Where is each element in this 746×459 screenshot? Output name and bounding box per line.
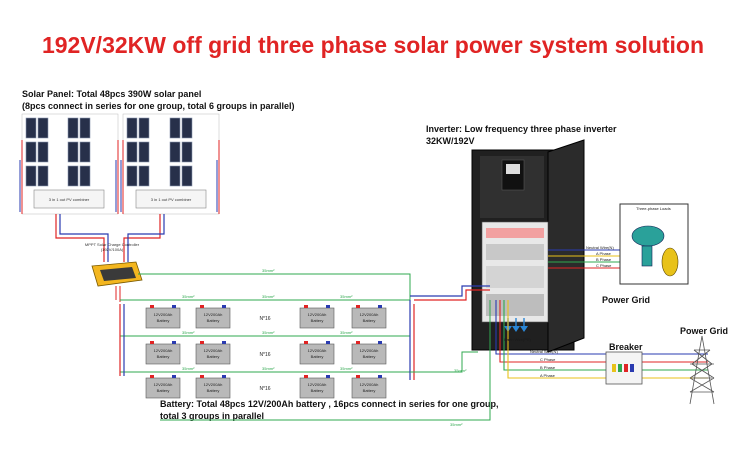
- cable-label: 35mm²: [182, 330, 195, 335]
- battery-cell-sub: Battery: [363, 388, 376, 393]
- solar-array-left: 3 in 1 out PV combiner: [19, 113, 119, 215]
- series-label: N*16: [259, 352, 270, 358]
- battery-cell-label: 12V200Ah: [154, 312, 173, 317]
- battery-cell-sub: Battery: [157, 318, 170, 323]
- grid-line-label: C Phase: [540, 357, 556, 362]
- controller-sub: (192V/100A): [101, 247, 124, 252]
- battery-cell-label: 12V200Ah: [308, 312, 327, 317]
- cable-label: 35mm²: [454, 368, 467, 373]
- battery-cell-sub: Battery: [157, 388, 170, 393]
- battery-description-2: total 3 groups in parallel: [160, 411, 265, 421]
- battery-description: Battery: Total 48pcs 12V/200Ah battery ,…: [160, 399, 499, 409]
- cable-label: 35mm²: [340, 366, 353, 371]
- cable-label: 35mm²: [340, 330, 353, 335]
- combiner-label-left: 3 in 1 out PV combiner: [49, 197, 90, 202]
- battery-bank: [119, 299, 415, 399]
- power-grid-label-2: Power Grid: [680, 326, 729, 336]
- controller-label: MPPT Solar Charge Controller: [85, 242, 140, 247]
- load-line-label: Neutral Wire(N): [586, 245, 614, 250]
- cable-label: 35mm²: [450, 422, 463, 427]
- solar-array-right: 3 in 1 out PV combiner: [120, 113, 220, 215]
- cable-label: 35mm²: [262, 330, 275, 335]
- cable-label: 35mm²: [182, 294, 195, 299]
- loads-label: Three-phase Loads: [636, 206, 671, 211]
- mppt-controller: MPPT Solar Charge Controller (192V/100A): [85, 242, 143, 287]
- breaker-label: Breaker: [609, 342, 643, 352]
- series-label: N*16: [259, 316, 270, 322]
- battery-cell-sub: Battery: [311, 318, 324, 323]
- inverter-rating: 32KW/192V: [426, 136, 475, 146]
- breaker: [605, 351, 643, 385]
- battery-cell-label: 12V200Ah: [308, 348, 327, 353]
- inverter-cabinet: [471, 139, 585, 353]
- battery-cell-label: 12V200Ah: [360, 382, 379, 387]
- grid-line-label: A Phase: [540, 373, 556, 378]
- grid-line-label: Neutral Wire(N): [530, 349, 558, 354]
- power-grid-label-1: Power Grid: [602, 295, 651, 305]
- battery-cell-sub: Battery: [207, 388, 220, 393]
- inverter-label: Inverter: Low frequency three phase inve…: [426, 124, 617, 134]
- battery-cell-label: 12V200Ah: [204, 348, 223, 353]
- load-line-label: B Phase: [596, 257, 612, 262]
- battery-cell-label: 12V200Ah: [154, 348, 173, 353]
- combiner-label-right: 3 in 1 out PV combiner: [151, 197, 192, 202]
- cable-label: 35mm²: [262, 366, 275, 371]
- battery-cell-label: 12V200Ah: [154, 382, 173, 387]
- battery-cell-label: 12V200Ah: [360, 348, 379, 353]
- transmission-tower-icon: [689, 335, 715, 405]
- battery-cell-sub: Battery: [363, 318, 376, 323]
- cable-label: 35mm²: [262, 294, 275, 299]
- battery-cell-label: 12V200Ah: [360, 312, 379, 317]
- load-line-label: C Phase: [596, 263, 612, 268]
- battery-cell-sub: Battery: [311, 354, 324, 359]
- grid-line-label: B Phase: [540, 365, 556, 370]
- battery-cell-sub: Battery: [207, 318, 220, 323]
- battery-cell-sub: Battery: [311, 388, 324, 393]
- battery-cell-sub: Battery: [363, 354, 376, 359]
- page-title: 192V/32KW off grid three phase solar pow…: [41, 32, 705, 58]
- cable-label: 35mm²: [182, 366, 195, 371]
- cable-label: 35mm²: [262, 268, 275, 273]
- earth-wire-label: Earth Wire(PE): [504, 337, 532, 342]
- load-line-label: A Phase: [596, 251, 612, 256]
- battery-cell-sub: Battery: [157, 354, 170, 359]
- battery-cell-label: 12V200Ah: [204, 382, 223, 387]
- battery-cell-sub: Battery: [207, 354, 220, 359]
- cable-label: 35mm²: [340, 294, 353, 299]
- battery-cell-label: 12V200Ah: [204, 312, 223, 317]
- solar-panel-title: Solar Panel: Total 48pcs 390W solar pane…: [22, 89, 202, 99]
- solar-panel-detail: (8pcs connect in series for one group, t…: [22, 101, 295, 111]
- battery-cell-label: 12V200Ah: [308, 382, 327, 387]
- three-phase-loads: [619, 203, 689, 285]
- series-label: N*16: [259, 386, 270, 392]
